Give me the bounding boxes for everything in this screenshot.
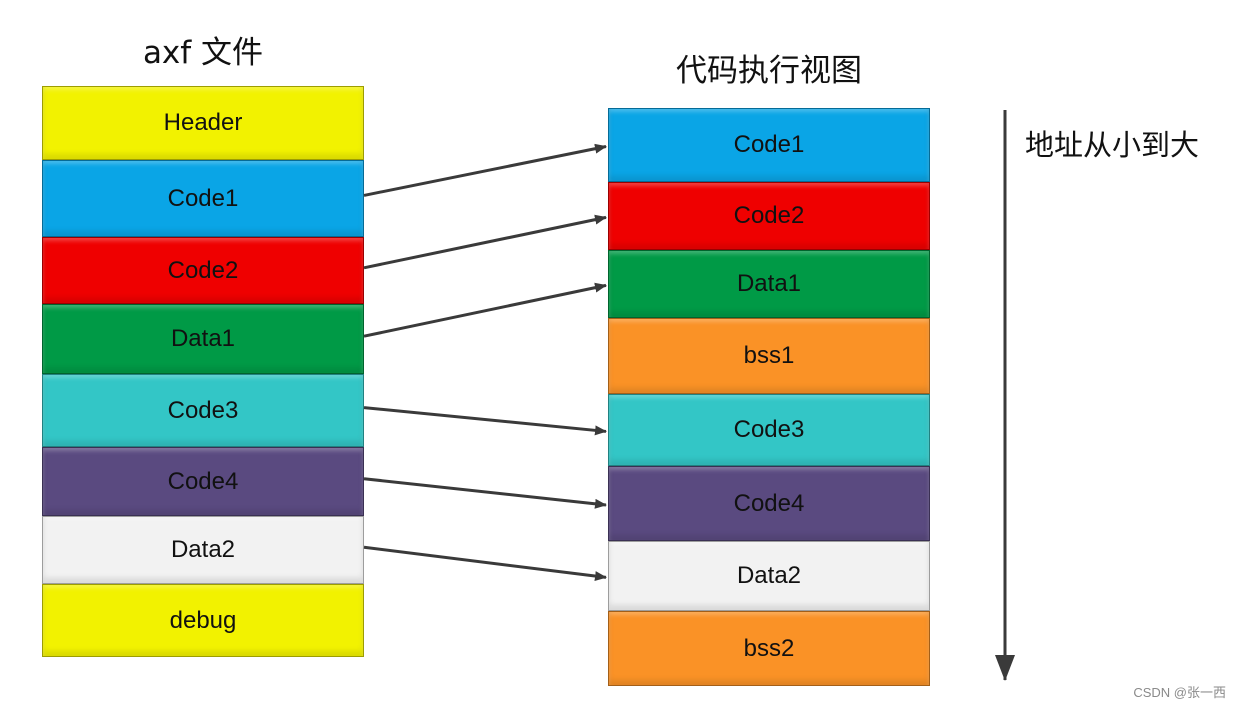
exec-code3-block: Code3 (608, 394, 930, 466)
arrow-code1 (363, 143, 607, 197)
exec-code1-block: Code1 (608, 108, 930, 182)
exec-block-label: bss2 (743, 634, 795, 662)
exec-bss1-block: bss1 (608, 318, 930, 394)
axf-block-label: Code2 (167, 256, 239, 284)
exec-bss2-block: bss2 (608, 611, 930, 686)
axf-header-block: Header (42, 86, 364, 160)
exec-code4-block: Code4 (608, 466, 930, 541)
exec-block-label: Code1 (733, 131, 805, 158)
axf-code2-block: Code2 (42, 237, 364, 304)
address-direction-label: 地址从小到大 (1025, 128, 1200, 162)
axf-block-label: Code4 (167, 467, 239, 495)
axf-code4-block: Code4 (42, 447, 364, 516)
axf-file-title: axf 文件 (142, 35, 264, 71)
axf-block-label: Data1 (170, 325, 236, 352)
arrow-code3 (363, 406, 607, 436)
arrow-code4 (363, 477, 607, 509)
arrow-data1 (363, 282, 607, 338)
axf-code1-block: Code1 (42, 160, 364, 237)
axf-data2-block: Data2 (42, 516, 364, 584)
exec-block-label: bss1 (743, 342, 795, 369)
exec-block-label: Data1 (736, 270, 802, 297)
exec-block-label: Code3 (733, 416, 805, 443)
execution-view-title: 代码执行视图 (676, 53, 862, 89)
axf-block-label: Data2 (170, 536, 236, 563)
exec-block-label: Data2 (736, 562, 802, 589)
exec-block-label: Code2 (733, 202, 805, 229)
axf-block-label: debug (169, 606, 237, 634)
axf-block-label: Code3 (167, 396, 239, 424)
axf-data1-block: Data1 (42, 304, 364, 374)
exec-code2-block: Code2 (608, 182, 930, 250)
exec-block-label: Code4 (733, 489, 805, 517)
exec-data2-block: Data2 (608, 541, 930, 611)
axf-block-label: Code1 (167, 184, 239, 212)
axf-block-label: Header (163, 109, 243, 136)
exec-data1-block: Data1 (608, 250, 930, 318)
axf-debug-block: debug (42, 584, 364, 657)
watermark: CSDN @张一西 (1133, 685, 1226, 700)
arrow-data2 (363, 545, 607, 582)
axf-code3-block: Code3 (42, 374, 364, 447)
arrow-code2 (363, 214, 607, 270)
